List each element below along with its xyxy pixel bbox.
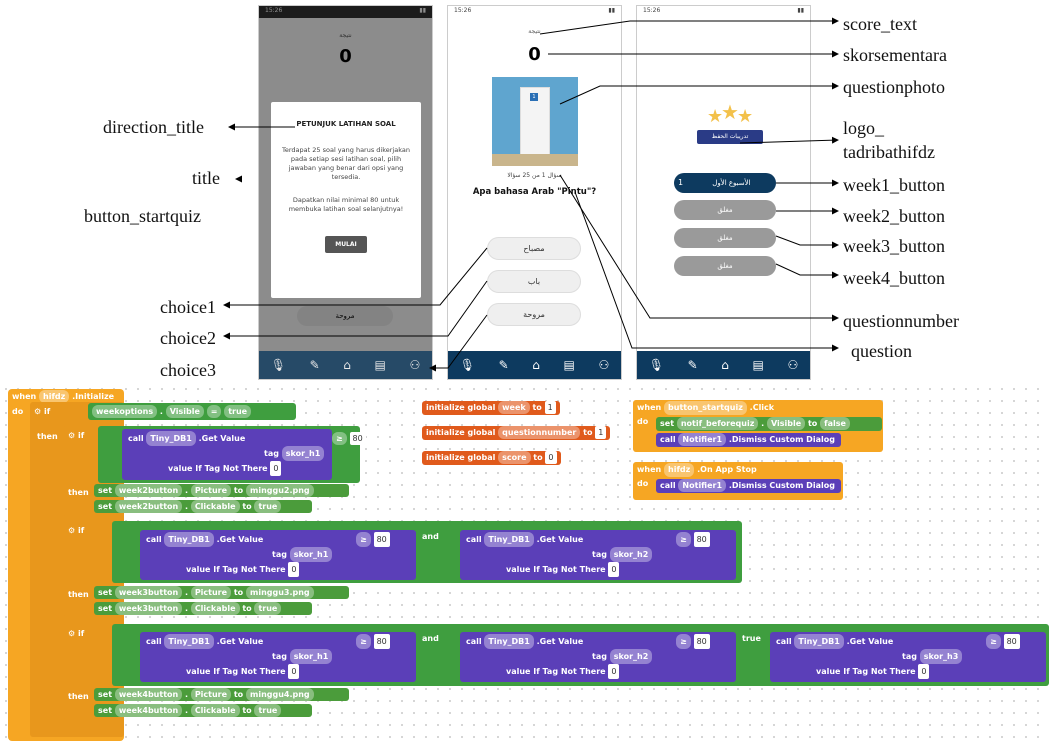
home-icon[interactable]: ⌂	[721, 358, 729, 372]
phone-screen-direction: 15:26▮▮ نتيجة 0 مروحة PETUNJUK LATIHAN S…	[258, 5, 433, 380]
choice1-button[interactable]: مصباح	[487, 237, 581, 260]
question: Apa bahasa Arab "Pintu"?	[472, 187, 597, 197]
battery-icon: ▮▮	[608, 7, 615, 14]
direction-text-2: Dapatkan nilai minimal 80 untuk membuka …	[288, 196, 404, 213]
star-icon: ★	[721, 100, 739, 124]
tinydb-getvalue-2a[interactable]: call Tiny_DB1 .Get Value ≥ 80 tag skor_h…	[140, 530, 416, 580]
tinydb-getvalue-3b[interactable]: call Tiny_DB1 .Get Value ≥ 80 tag skor_h…	[460, 632, 736, 682]
week1-label: الأسبوع الأول	[712, 179, 751, 187]
status-bar: 15:26▮▮	[259, 6, 432, 18]
label-choice3: choice3	[160, 360, 216, 380]
logo-tadribathifdz: ★ ★ ★ تدريبات الحفظ	[697, 100, 763, 154]
document-icon[interactable]: ▤	[563, 358, 575, 372]
set-week4-clickable[interactable]: set week4button . Clickable to true	[94, 704, 312, 717]
annotation-arrows	[223, 17, 839, 372]
battery-icon: ▮▮	[419, 7, 426, 14]
label-week2: week2_button	[843, 206, 945, 226]
label-title: title	[192, 168, 220, 188]
label-choice1: choice1	[160, 297, 216, 317]
start-quiz-button[interactable]: MULAI	[325, 236, 367, 253]
label-skorsementara: skorsementara	[843, 45, 947, 65]
call-dismiss-dialog-1[interactable]: call Notifier1 .Dismiss Custom Dialog	[656, 433, 841, 447]
bottom-nav: 🎙 ✎ ⌂ ▤ ⚇	[637, 351, 810, 379]
bottom-choice[interactable]: مروحة	[297, 306, 393, 326]
mic-icon[interactable]: 🎙	[270, 358, 287, 372]
edit-icon[interactable]: ✎	[309, 358, 320, 372]
set-week2-clickable[interactable]: set week2button . Clickable to true	[94, 500, 312, 513]
document-icon[interactable]: ▤	[752, 358, 764, 372]
set-notif-visible[interactable]: set notif_beforequiz . Visible to false	[656, 417, 882, 431]
mic-icon[interactable]: 🎙	[459, 358, 476, 372]
init-global-questionnumber[interactable]: initialize global questionnumber to 1	[422, 426, 611, 440]
status-bar: 15:26▮▮	[448, 6, 621, 18]
home-icon[interactable]: ⌂	[532, 358, 540, 372]
label-week4: week4_button	[843, 268, 945, 288]
user-icon[interactable]: ⚇	[409, 358, 421, 372]
question-photo: 1	[492, 77, 578, 166]
bottom-nav: 🎙 ✎ ⌂ ▤ ⚇	[259, 351, 432, 379]
score-text: نتيجة	[528, 28, 541, 35]
init-global-week[interactable]: initialize global week to 1	[422, 401, 560, 415]
week2-button[interactable]: مغلق	[674, 200, 776, 220]
init-global-score[interactable]: initialize global score to 0	[422, 451, 561, 465]
edit-icon[interactable]: ✎	[498, 358, 509, 372]
set-week3-picture[interactable]: set week3button . Picture to minggu3.png	[94, 586, 349, 599]
edit-icon[interactable]: ✎	[687, 358, 698, 372]
score-label: نتيجة	[339, 32, 352, 39]
set-week3-clickable[interactable]: set week3button . Clickable to true	[94, 602, 312, 615]
bottom-nav: 🎙 ✎ ⌂ ▤ ⚇	[448, 351, 621, 379]
battery-icon: ▮▮	[797, 7, 804, 14]
user-icon[interactable]: ⚇	[787, 358, 799, 372]
label-score-text: score_text	[843, 14, 917, 34]
label-logo: logo_	[843, 118, 885, 138]
week3-button[interactable]: مغلق	[674, 228, 776, 248]
set-week4-picture[interactable]: set week4button . Picture to minggu4.png	[94, 688, 349, 701]
week1-button[interactable]: 1 الأسبوع الأول	[674, 173, 776, 193]
home-icon[interactable]: ⌂	[343, 358, 351, 372]
tinydb-getvalue-1[interactable]: call Tiny_DB1 .Get Value tag skor_h1 val…	[122, 429, 332, 480]
mic-icon[interactable]: 🎙	[648, 358, 665, 372]
weekoptions-visible-compare[interactable]: weekoptions . Visible = true	[88, 403, 296, 420]
label-choice2: choice2	[160, 328, 216, 348]
star-icon: ★	[707, 106, 724, 127]
tinydb-getvalue-3c[interactable]: call Tiny_DB1 .Get Value ≥ 80 tag skor_h…	[770, 632, 1046, 682]
label-week1: week1_button	[843, 175, 945, 195]
set-week2-picture[interactable]: set week2button . Picture to minggu2.png	[94, 484, 349, 497]
direction-dialog: PETUNJUK LATIHAN SOAL Terdapat 25 soal y…	[271, 102, 421, 298]
status-bar: 15:26▮▮	[637, 6, 810, 18]
call-dismiss-dialog-2[interactable]: call Notifier1 .Dismiss Custom Dialog	[656, 479, 841, 493]
week1-number: 1	[678, 178, 684, 187]
label-questionnumber: questionnumber	[843, 311, 959, 331]
choice2-button[interactable]: باب	[487, 270, 581, 293]
label-questionphoto: questionphoto	[843, 77, 945, 97]
tinydb-getvalue-2b[interactable]: call Tiny_DB1 .Get Value ≥ 80 tag skor_h…	[460, 530, 736, 580]
tinydb-getvalue-3a[interactable]: call Tiny_DB1 .Get Value ≥ 80 tag skor_h…	[140, 632, 416, 682]
choice3-button[interactable]: مروحة	[487, 303, 581, 326]
label-direction-title: direction_title	[103, 117, 204, 137]
skorsementara: 0	[528, 44, 541, 65]
label-logo-2: tadribathifdz	[843, 142, 935, 162]
label-week3: week3_button	[843, 236, 945, 256]
label-button-startquiz: button_startquiz	[84, 206, 201, 226]
direction-title: PETUNJUK LATIHAN SOAL	[296, 120, 396, 128]
star-icon: ★	[737, 106, 754, 127]
week4-button[interactable]: مغلق	[674, 256, 776, 276]
label-question: question	[851, 341, 912, 361]
user-icon[interactable]: ⚇	[598, 358, 610, 372]
score-value: 0	[339, 46, 352, 67]
document-icon[interactable]: ▤	[374, 358, 386, 372]
question-number: سؤال 1 من 25 سؤالا	[507, 172, 562, 179]
direction-text: Terdapat 25 soal yang harus dikerjakan p…	[282, 146, 410, 181]
